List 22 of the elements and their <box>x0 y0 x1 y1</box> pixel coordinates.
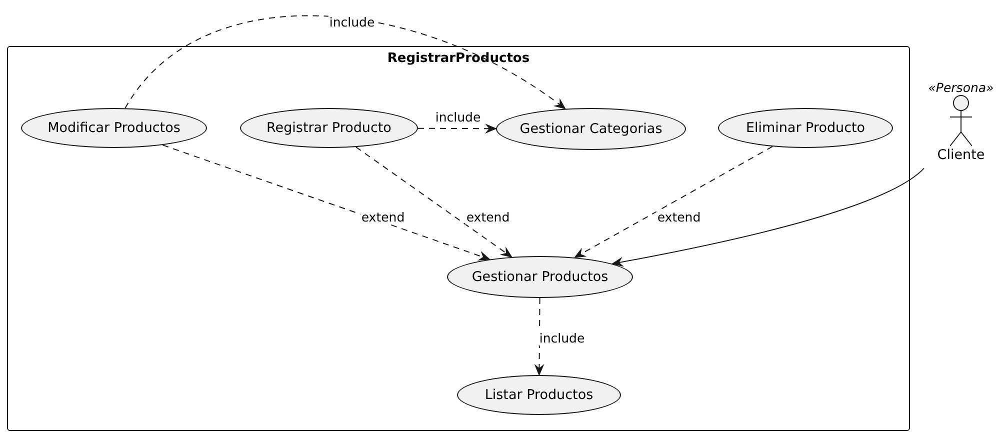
dashed-arrow <box>162 144 490 260</box>
use-case-ellipse: Registrar Producto <box>240 108 418 148</box>
edge-label: include <box>538 330 586 346</box>
dashed-arrow <box>124 15 566 110</box>
dashed-arrow <box>417 124 498 134</box>
use-case-ellipse: Eliminar Producto <box>718 108 893 148</box>
dashed-arrow <box>356 146 512 258</box>
edge-label: extend <box>465 210 511 224</box>
association-arrow <box>611 168 924 267</box>
system-boundary <box>7 46 910 431</box>
edge-label: include <box>434 110 482 124</box>
boundary-title: RegistrarProductos <box>386 51 531 66</box>
use-case-ellipse: Listar Productos <box>457 375 621 415</box>
edge-label: extend <box>360 210 406 224</box>
edge-label: include <box>328 14 376 30</box>
use-case-ellipse: Modificar Productos <box>21 108 207 148</box>
dashed-arrow <box>574 146 773 258</box>
stereotype-label: «Persona» <box>928 80 994 95</box>
edge-label: extend <box>656 210 702 224</box>
use-case-ellipse: Gestionar Productos <box>447 256 633 298</box>
actor-name: Cliente <box>937 147 985 163</box>
use-case-ellipse: Gestionar Categorias <box>496 108 686 150</box>
